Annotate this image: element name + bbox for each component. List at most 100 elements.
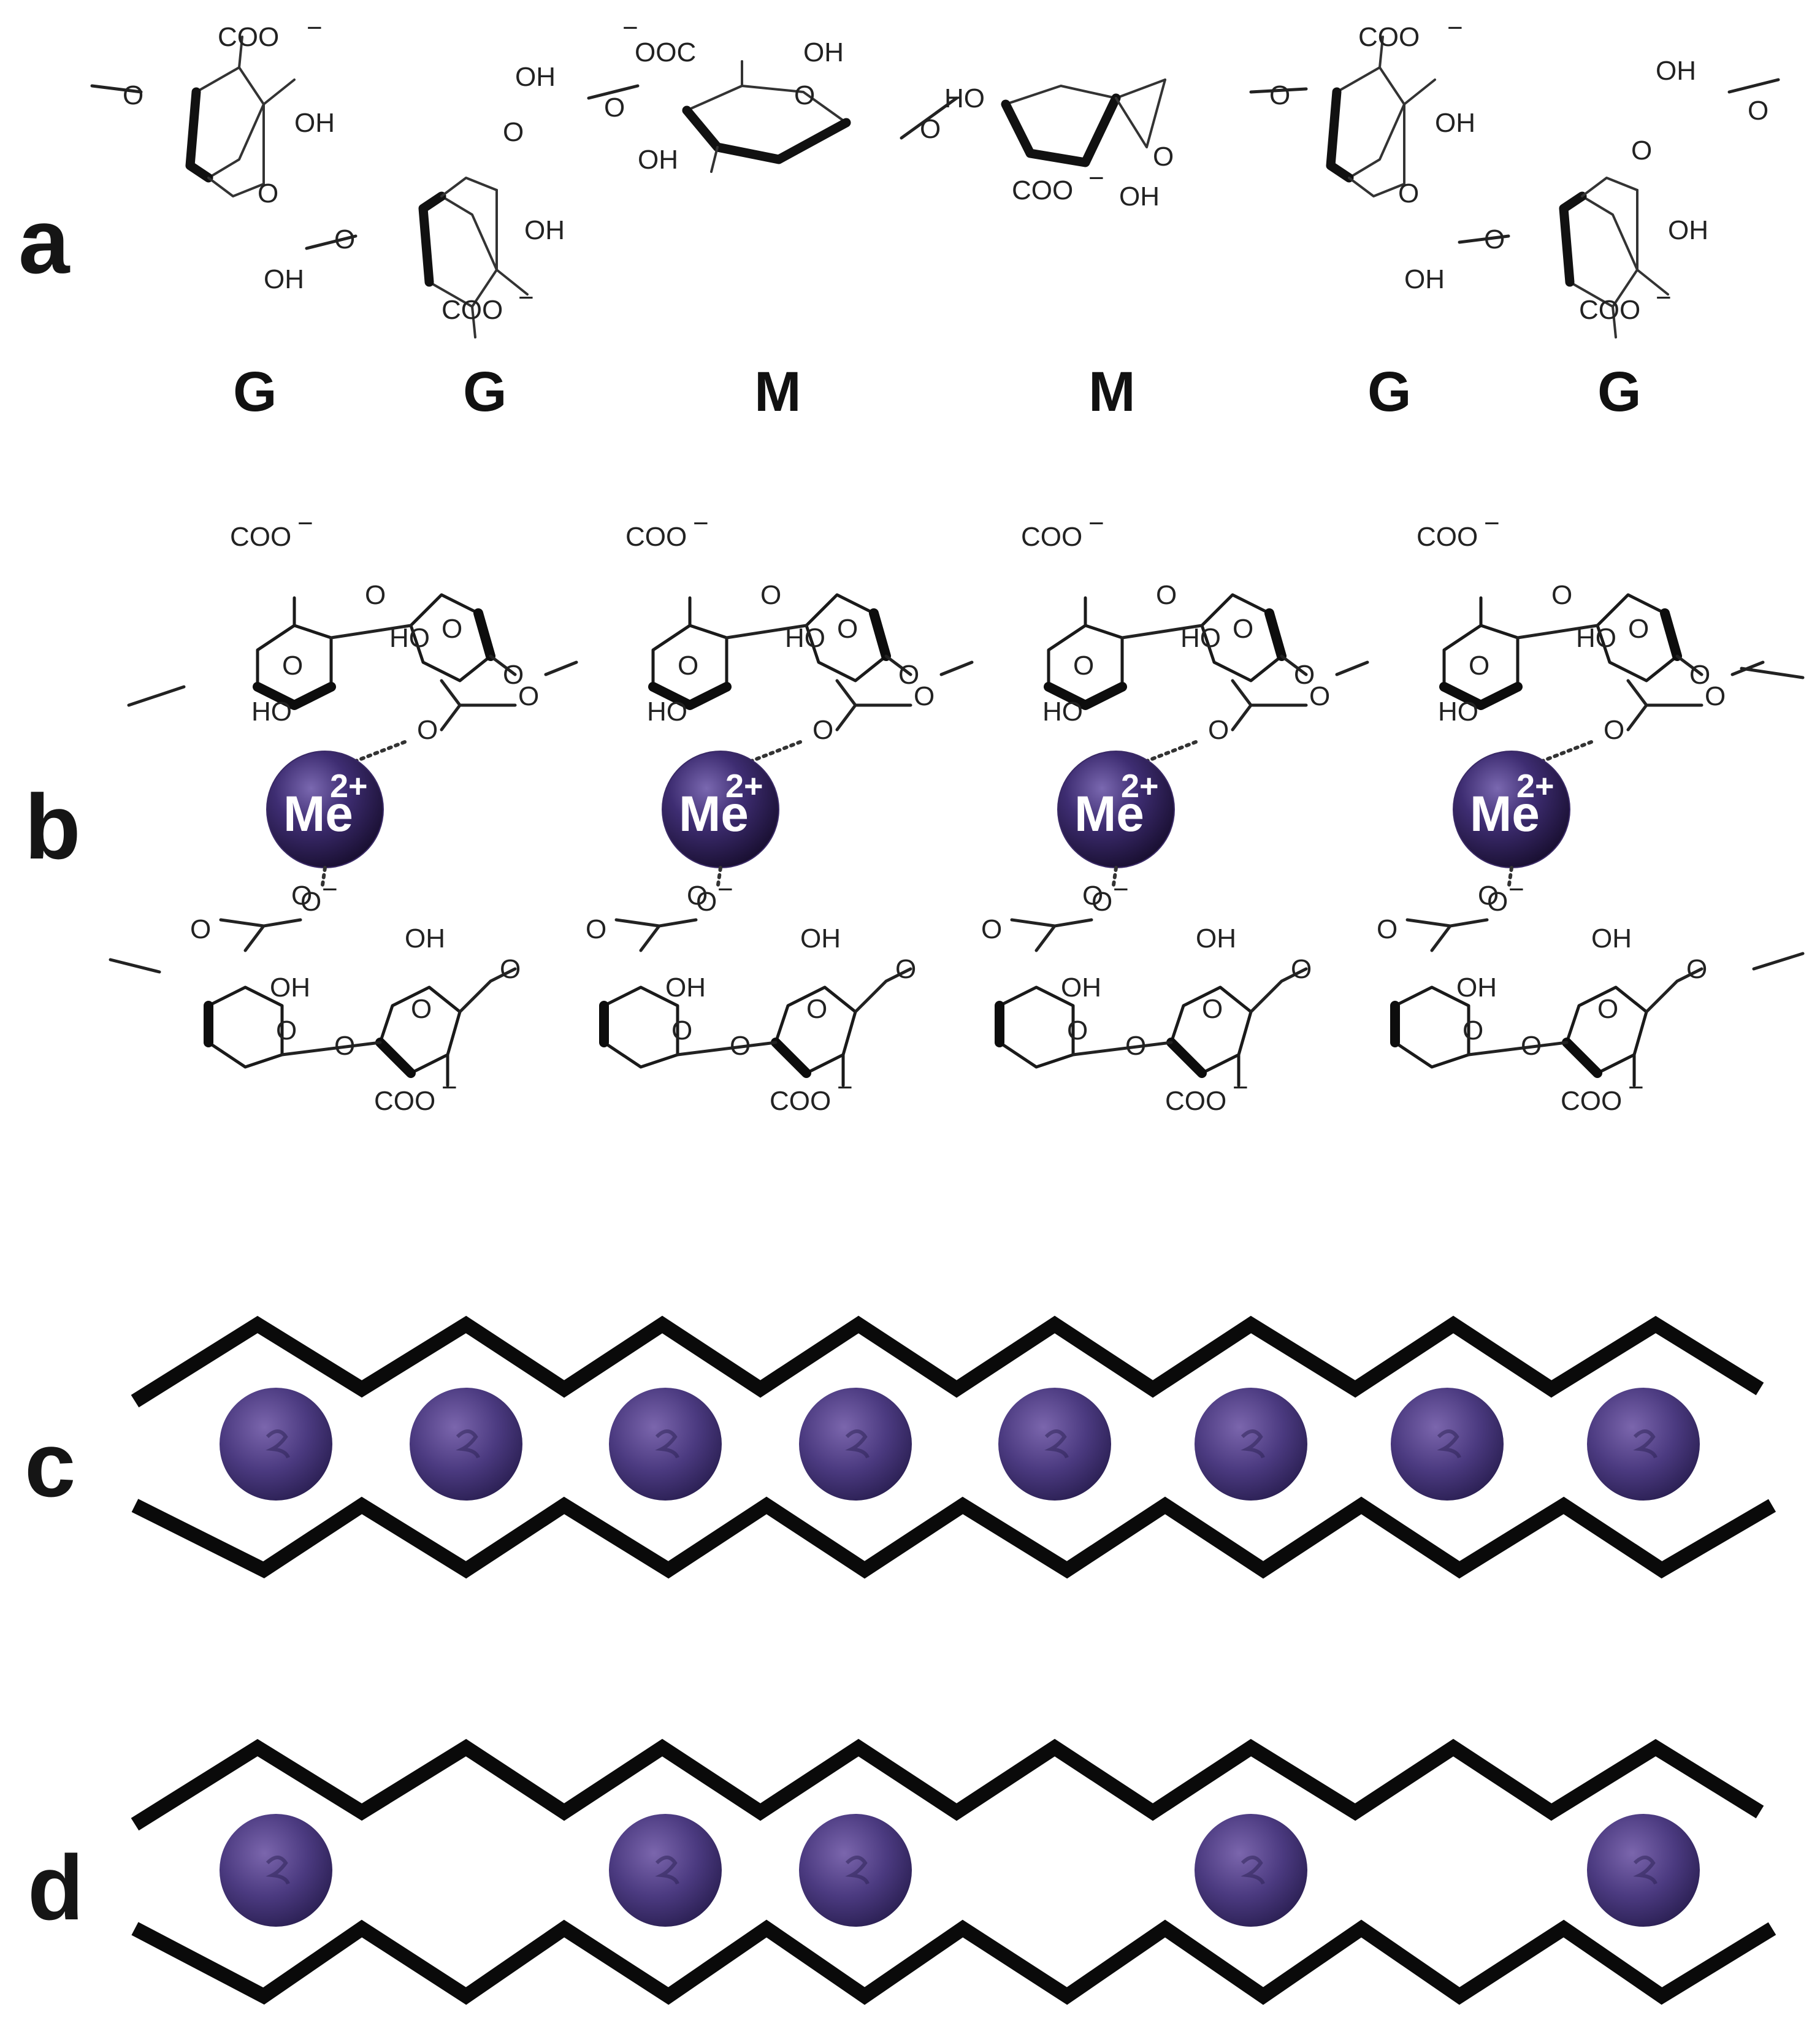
svg-text:COO: COO <box>770 1086 831 1116</box>
svg-text:O: O <box>1631 136 1652 166</box>
ion-ball <box>1587 1388 1700 1501</box>
ion-site <box>410 1388 522 1501</box>
d-ion-sites <box>220 1814 1700 1927</box>
ion-ball <box>1391 1388 1504 1501</box>
svg-text:O: O <box>730 1031 751 1061</box>
svg-text:O: O <box>258 178 278 208</box>
svg-text:OH: OH <box>665 973 706 1003</box>
svg-text:O: O <box>411 994 432 1024</box>
svg-text:COO: COO <box>1165 1086 1226 1116</box>
svg-text:O: O <box>190 914 211 944</box>
svg-text:O: O <box>837 614 858 644</box>
ion-ball <box>220 1814 332 1927</box>
zigzag-chain-d-bottom <box>131 1919 1776 2005</box>
svg-text:O: O <box>687 881 708 911</box>
svg-text:O: O <box>503 117 524 147</box>
svg-text:−: − <box>717 874 733 904</box>
svg-text:HO: HO <box>1042 697 1083 727</box>
svg-text:O: O <box>1269 80 1290 110</box>
svg-text:O: O <box>1748 96 1768 126</box>
svg-text:O: O <box>604 93 625 123</box>
residue-g-1 <box>190 37 294 196</box>
svg-text:−: − <box>1628 1073 1644 1103</box>
metal-ion: Me2+ <box>1057 751 1175 868</box>
svg-text:O: O <box>300 887 321 917</box>
svg-text:O: O <box>1156 580 1177 610</box>
svg-text:O: O <box>806 994 827 1024</box>
svg-text:−: − <box>693 508 709 538</box>
ion-ball <box>410 1388 522 1501</box>
svg-text:O: O <box>518 681 539 711</box>
svg-text:O: O <box>1689 660 1710 690</box>
ion-site <box>220 1388 332 1501</box>
ion-ball <box>220 1388 332 1501</box>
residue-g-3 <box>1331 37 1435 196</box>
svg-text:OH: OH <box>264 264 304 294</box>
svg-text:−: − <box>518 283 534 313</box>
residue-m-1 <box>687 61 846 172</box>
svg-text:O: O <box>334 224 355 254</box>
svg-text:O: O <box>1309 681 1330 711</box>
svg-text:COO: COO <box>374 1086 435 1116</box>
svg-text:HO: HO <box>1438 697 1478 727</box>
svg-text:O: O <box>696 887 717 917</box>
residue-label-3: M <box>754 361 801 423</box>
svg-text:−: − <box>1088 508 1104 538</box>
svg-text:−: − <box>322 874 338 904</box>
svg-text:−: − <box>1508 874 1524 904</box>
ion-site <box>1587 1814 1700 1927</box>
svg-text:−: − <box>1447 13 1463 43</box>
svg-text:O: O <box>678 651 698 681</box>
residue-label-6: G <box>1597 361 1642 423</box>
metal-ion-charge: 2+ <box>725 768 763 805</box>
svg-text:O: O <box>1092 887 1112 917</box>
svg-text:O: O <box>1073 651 1094 681</box>
svg-text:OH: OH <box>1061 973 1101 1003</box>
ion-ball <box>609 1814 722 1927</box>
ion-site <box>609 1388 722 1501</box>
svg-text:O: O <box>812 715 833 745</box>
svg-text:O: O <box>1478 881 1499 911</box>
svg-text:HO: HO <box>389 623 430 653</box>
ion-ball <box>799 1388 912 1501</box>
ion-site <box>609 1814 722 1927</box>
svg-text:O: O <box>1462 1015 1483 1046</box>
metal-ion-charge: 2+ <box>1121 768 1159 805</box>
svg-text:OH: OH <box>405 923 445 954</box>
svg-text:COO: COO <box>1358 22 1420 52</box>
svg-text:O: O <box>503 660 524 690</box>
svg-text:O: O <box>1082 881 1103 911</box>
svg-text:O: O <box>1208 715 1229 745</box>
svg-text:COO: COO <box>1579 295 1640 325</box>
svg-text:OH: OH <box>803 37 844 67</box>
svg-text:O: O <box>1125 1031 1146 1061</box>
svg-text:HO: HO <box>1180 623 1221 653</box>
svg-text:HO: HO <box>647 697 687 727</box>
ion-site <box>1195 1814 1307 1927</box>
residue-label-5: G <box>1367 361 1412 423</box>
svg-text:COO: COO <box>1561 1086 1622 1116</box>
svg-text:−: − <box>307 13 323 43</box>
svg-text:O: O <box>794 80 815 110</box>
svg-text:OH: OH <box>1196 923 1236 954</box>
svg-text:O: O <box>1398 178 1419 208</box>
metal-ion: Me2+ <box>1453 751 1570 868</box>
svg-text:HO: HO <box>1576 623 1616 653</box>
svg-text:OH: OH <box>270 973 310 1003</box>
svg-text:OH: OH <box>1404 264 1445 294</box>
residue-label-2: G <box>463 361 507 423</box>
svg-text:OH: OH <box>294 108 335 138</box>
svg-text:OH: OH <box>515 62 556 92</box>
svg-text:O: O <box>895 954 916 984</box>
svg-text:O: O <box>291 881 312 911</box>
svg-text:O: O <box>1551 580 1572 610</box>
metal-ion: Me2+ <box>266 751 384 868</box>
ion-site <box>1195 1388 1307 1501</box>
svg-text:O: O <box>981 914 1002 944</box>
svg-text:O: O <box>1233 614 1253 644</box>
svg-text:−: − <box>442 1073 457 1103</box>
svg-text:O: O <box>417 715 438 745</box>
ion-ball <box>1195 1814 1307 1927</box>
svg-text:−: − <box>837 1073 853 1103</box>
